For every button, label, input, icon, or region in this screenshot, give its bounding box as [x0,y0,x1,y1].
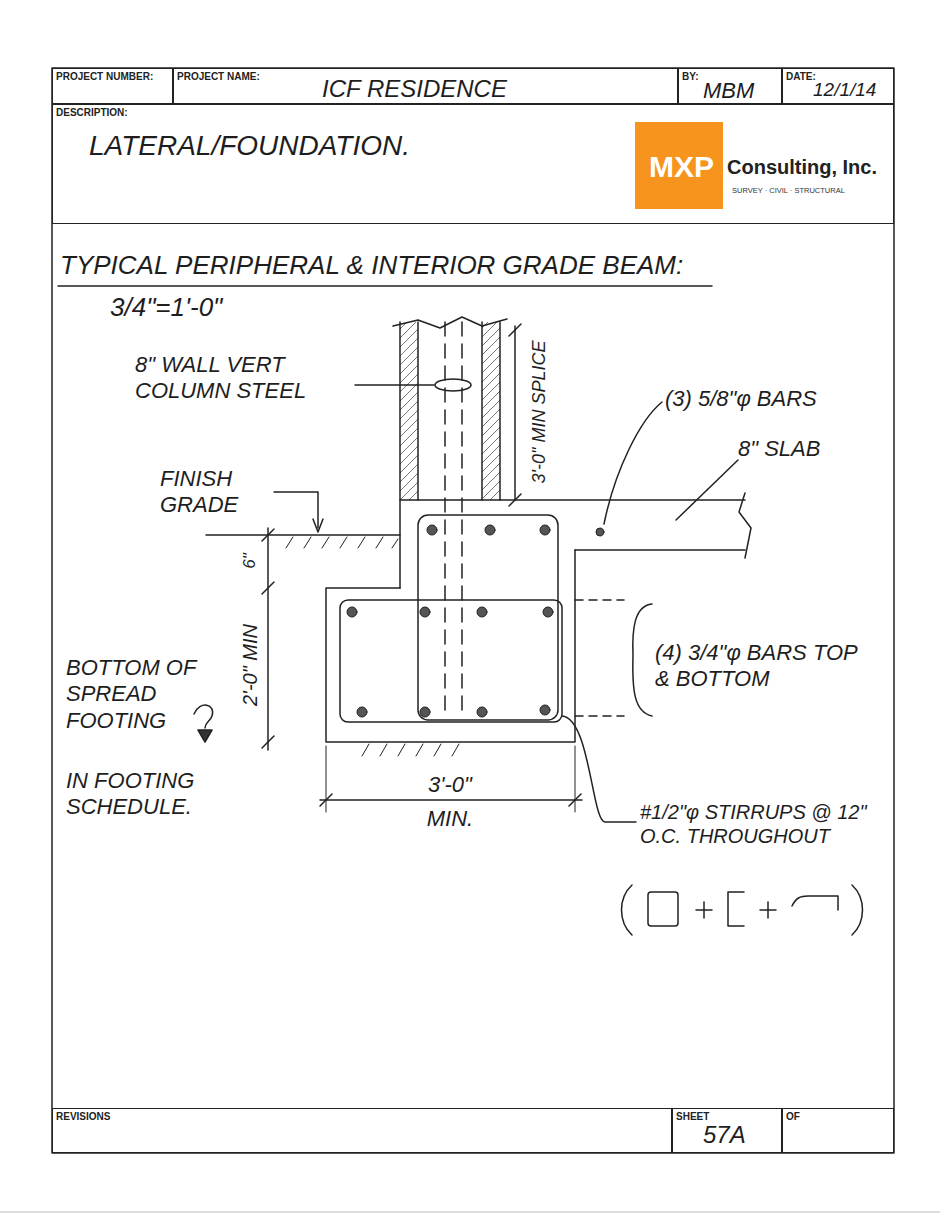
field-value: 12/1/14 [813,79,876,102]
title-cell: REVISIONS [52,1108,672,1153]
rebar-dot [477,607,487,617]
wall-core-line [417,322,419,500]
title-cell: DATE:12/1/14 [782,68,894,104]
parenthesis [622,885,633,935]
sheet-border [52,68,894,1153]
stirrup-shape [728,892,744,926]
field-value: SURVEY · CIVIL · STRUCTURAL [732,186,845,195]
parenthesis [852,885,863,935]
title-cell: BY: MBM [678,68,782,104]
stirrup-shape [648,892,678,926]
leader-line [355,384,434,386]
rebar-dot [427,525,437,535]
scan-edge [0,1211,940,1213]
rebar-dot [477,707,487,717]
field-label: BY: [682,71,698,83]
callout-note: BOTTOM OF SPREAD FOOTING [66,655,216,734]
wall-face [499,322,501,500]
finish-grade-line [206,534,400,536]
rebar-dot [420,707,430,717]
footing-stirrup [340,600,562,722]
elevation-marker [194,705,213,728]
scale-note: 3/4"=1'-0" [110,292,222,323]
rebar-dot [540,525,550,535]
dimension-text: 2'-0" MIN [238,624,262,706]
field-label: PROJECT NAME: [177,71,260,83]
field-label: PROJECT NUMBER: [56,71,153,83]
callout-note: 8" WALL VERT COLUMN STEEL [135,352,350,405]
dimension-line [267,528,269,750]
field-value: MBM [703,78,754,104]
rebar-dot [540,705,550,715]
earth-hatch [362,744,459,756]
callout-note: #1/2"φ STIRRUPS @ 12" O.C. THROUGHOUT [640,800,888,848]
leader-line [676,460,738,520]
field-label: OF [786,1111,800,1123]
field-value: LATERAL/FOUNDATION. [89,129,410,163]
bar-highlight [435,379,471,391]
insulation-hatch [400,322,418,500]
plus-sign [696,902,712,918]
arrowhead [313,519,323,532]
field-value: ICF RESIDENCE [322,75,507,104]
heading-underline [58,285,712,287]
bar-reference-line [575,715,624,717]
dimension-tick [262,529,274,748]
slab-bottom [575,549,745,551]
dimension-line [320,799,582,801]
rebar-dot [485,525,495,535]
leader-line [562,716,636,822]
dimension-text: 3'-0" MIN SPLICE [529,341,551,484]
rebar-dot [596,528,604,536]
field-label: DATE: [786,71,816,83]
field-label: REVISIONS [56,1111,110,1123]
callout-note: (3) 5/8"φ BARS [665,386,817,412]
dimension-text: 3'-0" [428,772,472,798]
title-cell: PROJECT NUMBER: [52,68,173,104]
rebar-dot [420,607,430,617]
callout-note: IN FOOTING SCHEDULE. [66,768,246,821]
sheet-heading: TYPICAL PERIPHERAL & INTERIOR GRADE BEAM… [60,250,683,281]
bracket [633,604,652,716]
bar-reference-line [575,599,624,601]
vertical-bar [444,322,446,718]
callout-note: FINISH GRADE [160,466,270,519]
closed-stirrup [418,515,558,720]
field-label: DESCRIPTION: [56,107,128,119]
rebar-dot [543,607,553,617]
extension-line [326,746,575,812]
company-logo: MXPConsulting, Inc.SURVEY · CIVIL · STRU… [635,122,723,209]
title-cell: SHEET57A [672,1108,782,1153]
title-cell: OF [782,1108,894,1153]
leader-line [274,492,318,528]
field-value: 57A [703,1121,746,1150]
dimension-text: 6" [240,553,260,569]
title-cell: PROJECT NAME: ICF RESIDENCE [173,68,678,104]
wall-face [399,322,401,588]
dimension-tick [509,324,521,506]
earth-hatch [286,537,398,548]
elevation-marker [198,730,212,742]
break-line [393,317,507,328]
slab-top [400,499,745,501]
field-value: Consulting, Inc. [727,155,877,179]
insulation-hatch [482,322,500,500]
beam-outline [326,550,575,742]
break-line [739,493,751,558]
vertical-bar [461,322,463,718]
rebar-dot [357,707,367,717]
plus-sign [760,902,776,918]
callout-note: 8" SLAB [738,436,820,462]
leader-line [604,402,662,524]
field-value: MXP [649,149,714,185]
dimension-text: MIN. [427,806,473,832]
stirrup-shape [792,896,838,910]
callout-note: (4) 3/4"φ BARS TOP & BOTTOM [655,640,870,693]
rebar-dot [347,607,357,617]
wall-core-line [481,322,483,500]
description-cell: DESCRIPTION:LATERAL/FOUNDATION.MXPConsul… [52,104,894,224]
dimension-line [514,326,516,500]
